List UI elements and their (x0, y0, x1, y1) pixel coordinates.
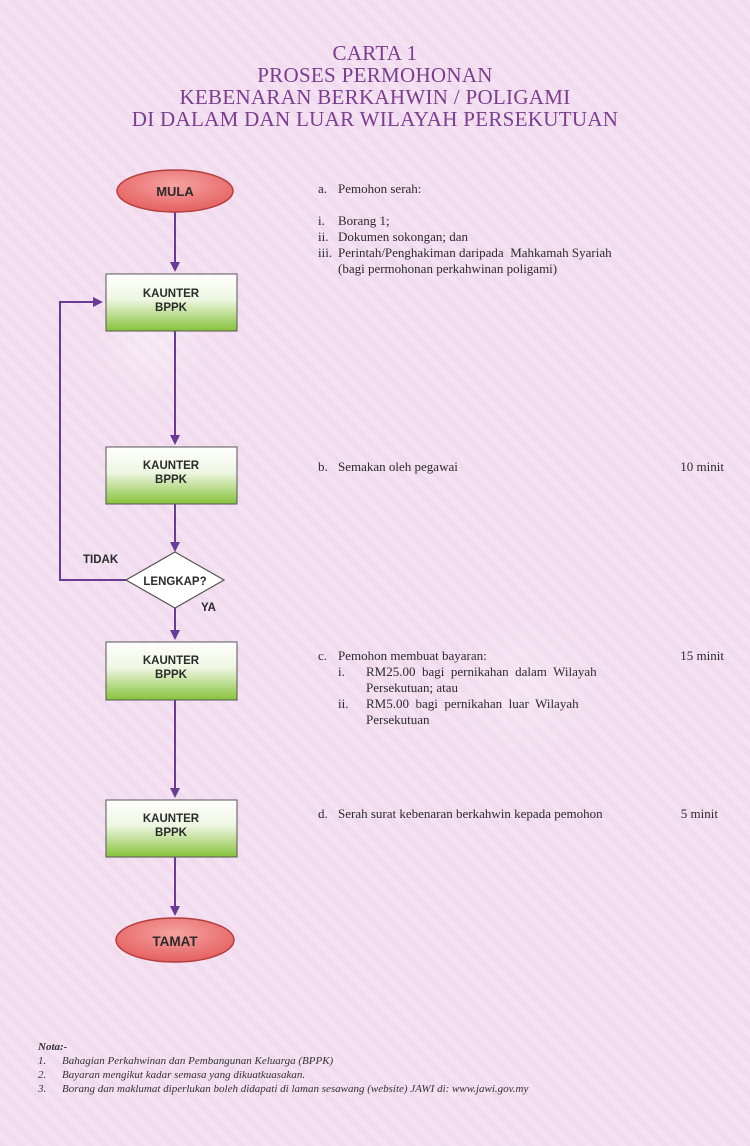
counter-box-4: KAUNTER BPPK (105, 799, 238, 858)
counter-box-1: KAUNTER BPPK (105, 273, 238, 332)
step-c-item-2-num: ii. (338, 696, 349, 711)
counter-4-line-2: BPPK (155, 827, 188, 839)
title-line-4: DI DALAM DAN LUAR WILAYAH PERSEKUTUAN (131, 107, 619, 131)
counter-1-line-2: BPPK (155, 302, 188, 314)
step-d-text: Serah surat kebenaran berkahwin kepada p… (338, 806, 603, 821)
decision-label: LENGKAP? (143, 576, 206, 588)
step-c-time: 15 minit (680, 648, 724, 663)
step-a-text: Pemohon serah: (338, 181, 422, 196)
counter-3-line-2: BPPK (155, 669, 188, 681)
counter-4-line-1: KAUNTER (143, 813, 200, 825)
step-c-item-1-num: i. (338, 664, 345, 679)
step-c-item-1-text2: Persekutuan; atau (366, 680, 459, 695)
counter-box-3: KAUNTER BPPK (105, 641, 238, 701)
note-3-num: 3. (38, 1083, 47, 1095)
title-line-2: PROSES PERMOHONAN (257, 63, 493, 87)
notes: Nota:- 1. Bahagian Perkahwinan dan Pemba… (38, 1040, 528, 1096)
step-b: b. Semakan oleh pegawai (318, 459, 618, 475)
step-c-item-1-text: RM25.00 bagi pernikahan dalam Wilayah (366, 664, 597, 679)
step-d-label: d. (318, 806, 328, 821)
counter-2-line-2: BPPK (155, 474, 188, 486)
step-c-item-2-text2: Persekutuan (366, 712, 430, 727)
page-title: CARTA 1 PROSES PERMOHONAN KEBENARAN BERK… (0, 42, 750, 130)
decision-diamond: LENGKAP? (124, 551, 226, 609)
note-1-num: 1. (38, 1055, 47, 1067)
step-a-item-3-text: Perintah/Penghakiman daripada Mahkamah S… (338, 245, 612, 260)
note-3-text: Borang dan maklumat diperlukan boleh did… (62, 1083, 529, 1095)
step-b-text: Semakan oleh pegawai (338, 459, 458, 474)
end-terminal: TAMAT (115, 917, 235, 963)
counter-3-line-1: KAUNTER (143, 655, 200, 667)
note-2-text: Bayaran mengikut kadar semasa yang dikua… (62, 1069, 306, 1081)
counter-box-2: KAUNTER BPPK (105, 446, 238, 505)
step-a-item-2-text: Dokumen sokongan; dan (338, 229, 468, 244)
step-b-time: 10 minit (680, 459, 724, 474)
step-a: a. Pemohon serah: i. Borang 1; ii. Dokum… (318, 181, 678, 277)
note-2-num: 2. (38, 1069, 47, 1081)
step-c-item-2-text: RM5.00 bagi pernikahan luar Wilayah (366, 696, 579, 711)
decision-no-label: TIDAK (83, 554, 119, 566)
counter-2-line-1: KAUNTER (143, 460, 200, 472)
start-terminal: MULA (116, 169, 234, 213)
step-a-item-1-text: Borang 1; (338, 213, 390, 228)
title-line-3: KEBENARAN BERKAHWIN / POLIGAMI (179, 85, 571, 109)
step-b-label: b. (318, 459, 328, 474)
step-d: d. Serah surat kebenaran berkahwin kepad… (318, 806, 658, 822)
step-a-item-1-num: i. (318, 213, 325, 228)
arrow-loop-back (59, 297, 126, 581)
note-1-text: Bahagian Perkahwinan dan Pembangunan Kel… (62, 1055, 334, 1067)
step-c: c. Pemohon membuat bayaran: i. RM25.00 b… (318, 648, 658, 728)
title-line-1: CARTA 1 (332, 41, 418, 65)
notes-heading: Nota:- (38, 1041, 68, 1053)
step-a-label: a. (318, 181, 328, 196)
step-a-item-3-num: iii. (318, 245, 333, 260)
step-a-item-3-text2: (bagi permohonan perkahwinan poligami) (338, 261, 558, 276)
decision-yes-label: YA (201, 602, 216, 614)
end-label: TAMAT (152, 934, 198, 949)
step-a-item-2-num: ii. (318, 229, 329, 244)
step-c-label: c. (318, 648, 328, 663)
counter-1-line-1: KAUNTER (143, 288, 200, 300)
step-c-text: Pemohon membuat bayaran: (338, 648, 487, 663)
start-label: MULA (156, 184, 194, 199)
step-d-time: 5 minit (680, 806, 718, 821)
